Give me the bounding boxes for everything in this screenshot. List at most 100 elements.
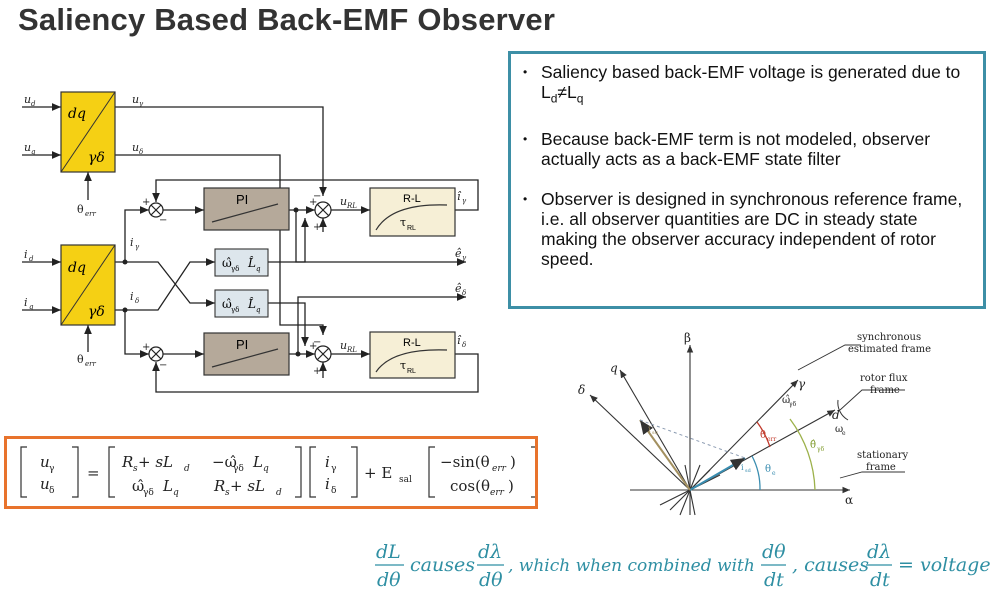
svg-text:L̂: L̂	[247, 255, 256, 270]
svg-text:+: +	[142, 342, 150, 353]
bullet-item: •Because back-EMF term is not modeled, o…	[523, 128, 931, 169]
svg-text:u: u	[132, 141, 139, 154]
svg-text:cos(θ: cos(θ	[450, 477, 490, 495]
dq-transform-bottom: dq γδ	[60, 244, 116, 326]
svg-text:δ: δ	[578, 383, 585, 397]
rl-block-bottom: R-L τ RL	[369, 331, 456, 379]
svg-text:, which when combined with: , which when combined with	[508, 556, 755, 576]
svg-text:L̂: L̂	[247, 296, 256, 311]
svg-text:+ sL: + sL	[138, 453, 173, 471]
svg-text:sal: sal	[399, 475, 412, 485]
svg-text:err: err	[492, 464, 507, 474]
svg-text:d: d	[276, 488, 282, 498]
svg-text:u: u	[40, 453, 50, 471]
svg-text:q: q	[31, 148, 36, 156]
svg-text:γ: γ	[135, 243, 140, 251]
svg-text:= voltage: = voltage	[898, 554, 991, 576]
svg-text:frame: frame	[866, 462, 896, 473]
svg-text:stationary: stationary	[857, 450, 909, 461]
svg-text:q: q	[256, 265, 261, 273]
svg-text:i: i	[24, 248, 28, 261]
svg-text:γ: γ	[462, 197, 467, 205]
svg-text:ê: ê	[455, 247, 462, 260]
svg-text:+ sL: + sL	[230, 477, 265, 495]
svg-text:q: q	[29, 303, 34, 311]
svg-text:i: i	[741, 463, 744, 472]
svg-text:L: L	[252, 453, 263, 471]
svg-text:i: i	[648, 425, 651, 434]
sum-junction	[148, 201, 332, 363]
svg-text:−: −	[313, 337, 321, 348]
svg-text:α: α	[845, 493, 853, 507]
svg-text:synchronous: synchronous	[857, 332, 921, 343]
pi-controller-bottom: PI	[203, 332, 290, 376]
svg-text:ê: ê	[455, 282, 462, 295]
svg-text:γδ: γδ	[231, 265, 239, 273]
svg-text:γδ: γδ	[817, 446, 825, 453]
svg-text:u: u	[340, 339, 347, 352]
svg-text:q: q	[610, 361, 618, 375]
omega-lq-block-top: ω̂ γδ L̂ q	[214, 248, 269, 277]
svg-text:î: î	[457, 334, 462, 347]
svg-text:dL: dL	[376, 541, 401, 563]
svg-text:RL: RL	[346, 346, 357, 354]
svg-text:γ: γ	[49, 464, 54, 474]
slide-title: Saliency Based Back-EMF Observer	[18, 2, 556, 37]
svg-text:err: err	[85, 360, 96, 368]
svg-text:d: d	[832, 408, 840, 422]
svg-text:i: i	[130, 236, 134, 249]
svg-text:R-L: R-L	[403, 337, 421, 349]
svg-text:dt: dt	[870, 569, 890, 591]
svg-text:ω̂: ω̂	[782, 395, 790, 406]
svg-text:dq: dq	[68, 106, 86, 122]
svg-text:θ: θ	[77, 353, 84, 366]
svg-text:dθ: dθ	[377, 569, 401, 591]
svg-text:δ: δ	[135, 297, 139, 305]
svg-text:u: u	[340, 195, 347, 208]
svg-text:δ: δ	[139, 148, 143, 156]
svg-text:+: +	[309, 341, 317, 352]
svg-text:rotor flux: rotor flux	[860, 373, 908, 384]
svg-text:τ: τ	[400, 216, 406, 229]
svg-text:RL: RL	[346, 202, 357, 210]
svg-text:ω̂: ω̂	[132, 477, 144, 495]
svg-text:ω̂: ω̂	[222, 297, 232, 311]
svg-text:i: i	[325, 475, 330, 493]
svg-text:τ: τ	[400, 359, 406, 372]
svg-text:causes: causes	[410, 554, 475, 576]
observer-block-diagram: dq γδ dq γδ PI PI R-L τ RL R-L τ RL	[22, 91, 479, 393]
svg-text:θ: θ	[765, 464, 771, 475]
svg-text:+: +	[309, 197, 317, 208]
svg-text:R-L: R-L	[403, 193, 421, 205]
rl-block-top: R-L τ RL	[369, 187, 456, 237]
svg-text:frame: frame	[870, 385, 900, 396]
svg-text:d: d	[31, 100, 36, 108]
svg-text:δ: δ	[462, 289, 466, 297]
svg-text:ω: ω	[835, 424, 843, 435]
svg-text:β: β	[684, 331, 691, 345]
svg-text:, causes: , causes	[792, 554, 869, 576]
svg-text:u: u	[132, 93, 139, 106]
svg-text:R: R	[121, 453, 133, 471]
svg-text:dθ: dθ	[762, 541, 786, 563]
svg-text:i: i	[130, 290, 134, 303]
svg-text:estimated frame: estimated frame	[848, 344, 931, 355]
svg-text:−: −	[159, 360, 167, 371]
svg-text:): )	[508, 477, 514, 495]
svg-text:+: +	[142, 197, 150, 208]
svg-text:sd: sd	[745, 468, 752, 474]
svg-text:γ: γ	[798, 377, 806, 391]
svg-text:i: i	[325, 453, 330, 471]
svg-text:q: q	[263, 464, 269, 474]
svg-text:RL: RL	[407, 368, 416, 375]
svg-text:θ: θ	[760, 430, 766, 441]
svg-text:dθ: dθ	[479, 569, 503, 591]
svg-text:u: u	[40, 475, 50, 493]
svg-text:dt: dt	[764, 569, 784, 591]
svg-text:PI: PI	[236, 192, 248, 207]
svg-text:R: R	[213, 477, 225, 495]
svg-text:dλ: dλ	[478, 541, 502, 563]
svg-text:−: −	[313, 191, 321, 202]
svg-text:δ: δ	[331, 486, 336, 496]
